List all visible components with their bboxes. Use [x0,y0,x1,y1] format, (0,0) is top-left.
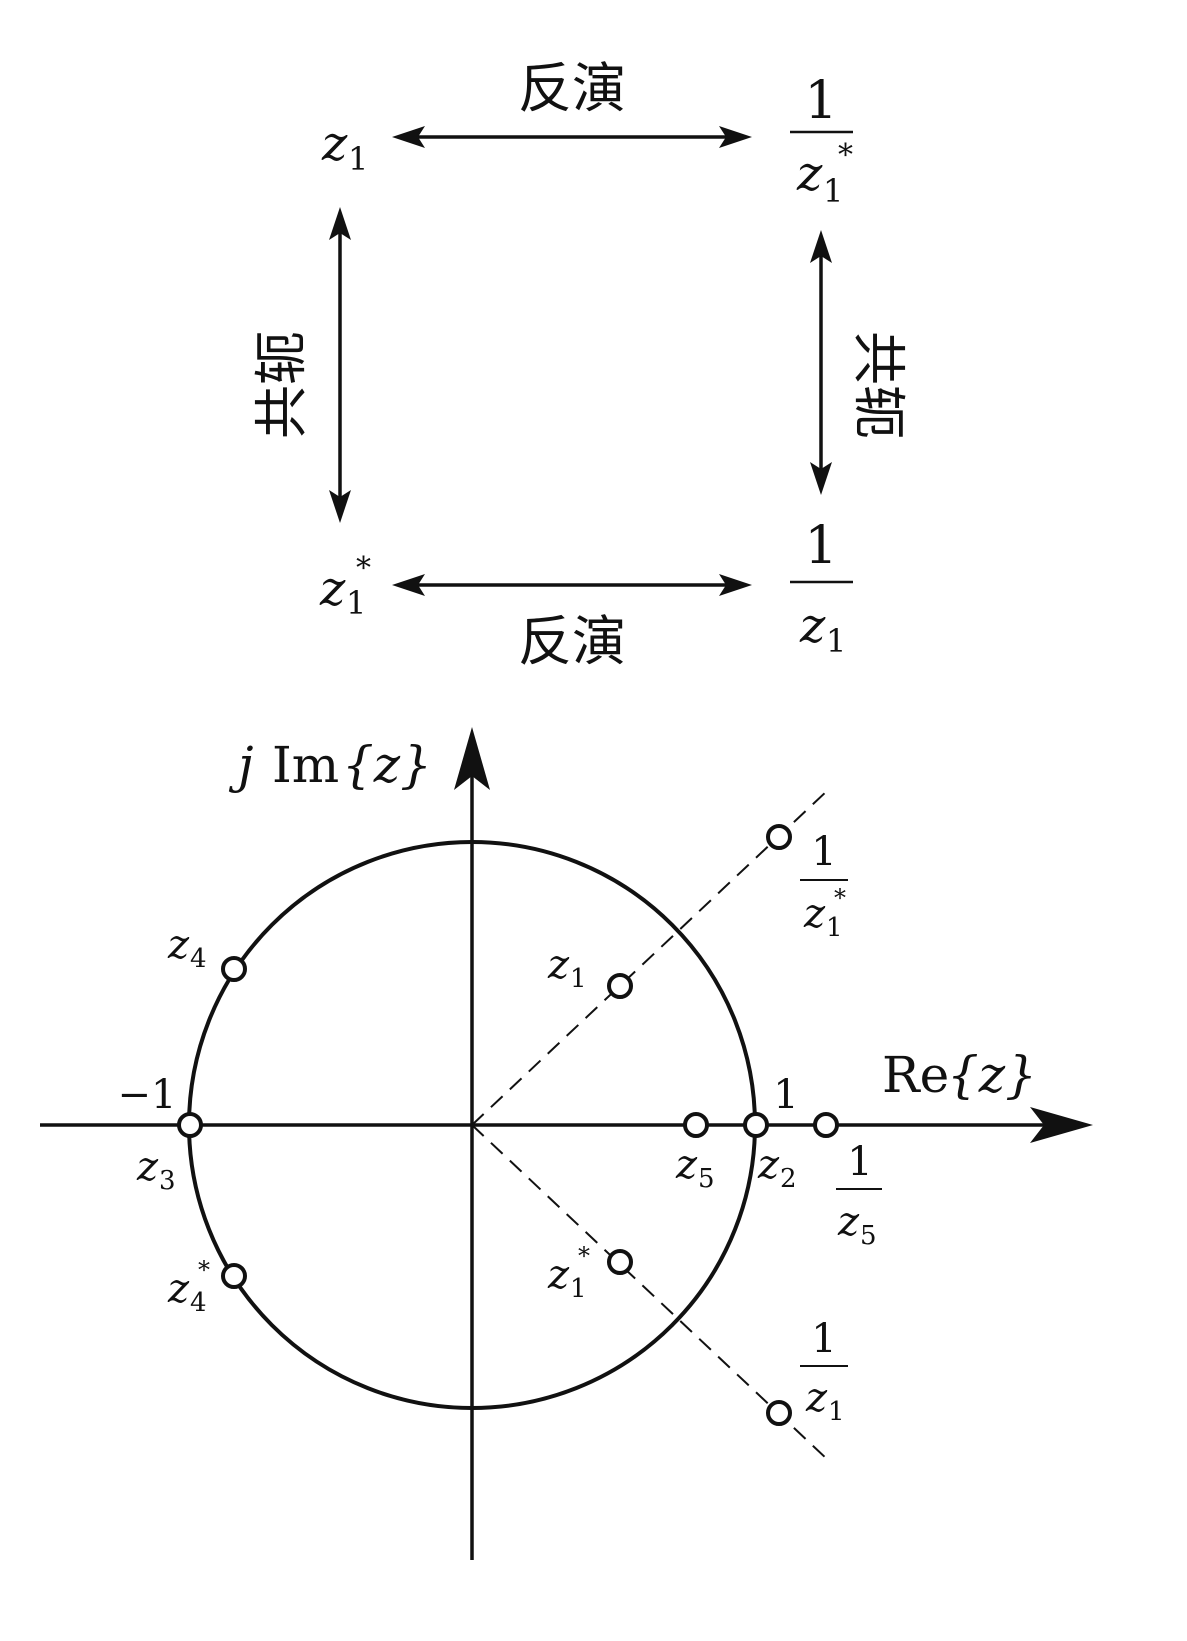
svg-text:z: z [837,1199,860,1245]
point-z4 [221,956,247,982]
svg-text:1: 1 [804,71,837,131]
svg-text:z: z [805,1375,828,1421]
point-inv-z1-conj [766,824,792,850]
svg-text:*: * [198,1256,210,1284]
tick-label-one: 1 [773,1072,798,1118]
svg-text:1: 1 [348,140,368,178]
svg-text:4: 4 [190,944,207,974]
svg-text:z: z [799,598,826,654]
svg-text:z: z [321,116,348,172]
point-z1 [607,973,633,999]
svg-text:{z}: {z} [947,1046,1037,1104]
label-z2: z 2 [757,1142,797,1194]
point-z2 [743,1112,769,1138]
real-axis-label: Re {z} [882,1046,1037,1104]
ray-upper [471,789,829,1126]
svg-text:*: * [838,138,853,173]
svg-text:z: z [319,561,346,617]
tick-label-minus-one: −1 [118,1072,177,1118]
svg-text:z: z [167,922,190,968]
svg-text:5: 5 [698,1164,715,1194]
svg-text:1: 1 [570,1274,587,1304]
svg-text:z: z [136,1144,159,1190]
svg-text:1: 1 [570,964,587,994]
label-z4-conj: z 4 * [167,1256,210,1318]
point-z5 [683,1112,709,1138]
svg-text:1: 1 [346,584,366,622]
svg-text:j: j [228,736,254,794]
label-inversion-bottom: 反演 [518,610,626,673]
z-plane: j Im {z} Re {z} 1 −1 z 4 [40,727,1093,1560]
label-z1: z 1 [547,942,587,994]
label-inv-z1-conj: 1 z 1 * [800,829,848,943]
label-z5: z 5 [675,1142,715,1194]
node-conjugate: z 1 * [319,551,371,622]
node-inverse-conjugate: 1 z 1 * [790,71,853,210]
point-inv-z5 [813,1112,839,1138]
label-inv-z1: 1 z 1 [800,1316,848,1427]
svg-text:*: * [356,551,371,586]
imaginary-axis-arrowhead [454,727,490,790]
svg-text:1: 1 [847,1139,872,1185]
real-axis-arrowhead [1030,1107,1093,1143]
real-axis [40,1107,1093,1143]
transform-diagram: z 1 1 z 1 * z 1 * 1 z 1 反演 [250,57,910,673]
svg-text:z: z [803,891,826,937]
svg-text:5: 5 [860,1221,877,1251]
svg-text:*: * [834,884,846,912]
point-z3 [177,1112,203,1138]
label-z4: z 4 [167,922,207,974]
label-inversion-top: 反演 [518,57,626,120]
svg-text:1: 1 [811,829,836,875]
arrow-bottom-inversion [392,574,752,596]
point-inv-z1 [766,1400,792,1426]
svg-text:Re: Re [882,1046,949,1104]
svg-text:z: z [675,1142,698,1188]
label-z3: z 3 [136,1144,176,1196]
svg-text:z: z [547,1252,570,1298]
label-conjugate-left: 共轭 [250,331,313,439]
svg-text:z: z [547,942,570,988]
svg-text:z: z [757,1142,780,1188]
node-z1: z 1 [321,116,368,178]
svg-text:3: 3 [159,1166,176,1196]
svg-text:4: 4 [190,1288,207,1318]
svg-text:Im: Im [272,736,339,794]
svg-text:1: 1 [826,622,846,660]
svg-text:2: 2 [780,1164,797,1194]
ray-lower [471,1124,829,1461]
imaginary-axis [454,727,490,1560]
svg-text:1: 1 [828,1397,845,1427]
point-z1-conj [607,1249,633,1275]
point-z4-conj [221,1263,247,1289]
arrow-right-conjugate [810,230,832,495]
arrow-top-inversion [392,126,752,148]
label-conjugate-right: 共轭 [847,331,910,439]
svg-text:1: 1 [811,1316,836,1362]
svg-text:1: 1 [804,516,837,576]
label-z1-conj: z 1 * [547,1242,590,1304]
svg-text:z: z [796,146,823,202]
label-inv-z5: 1 z 5 [836,1139,882,1251]
svg-text:{z}: {z} [342,736,432,794]
svg-text:1: 1 [826,913,843,943]
arrow-left-conjugate [329,207,351,523]
svg-text:z: z [167,1266,190,1312]
node-inverse: 1 z 1 [790,516,853,660]
svg-text:1: 1 [823,172,843,210]
svg-text:*: * [578,1242,590,1270]
imaginary-axis-label: j Im {z} [228,736,432,794]
